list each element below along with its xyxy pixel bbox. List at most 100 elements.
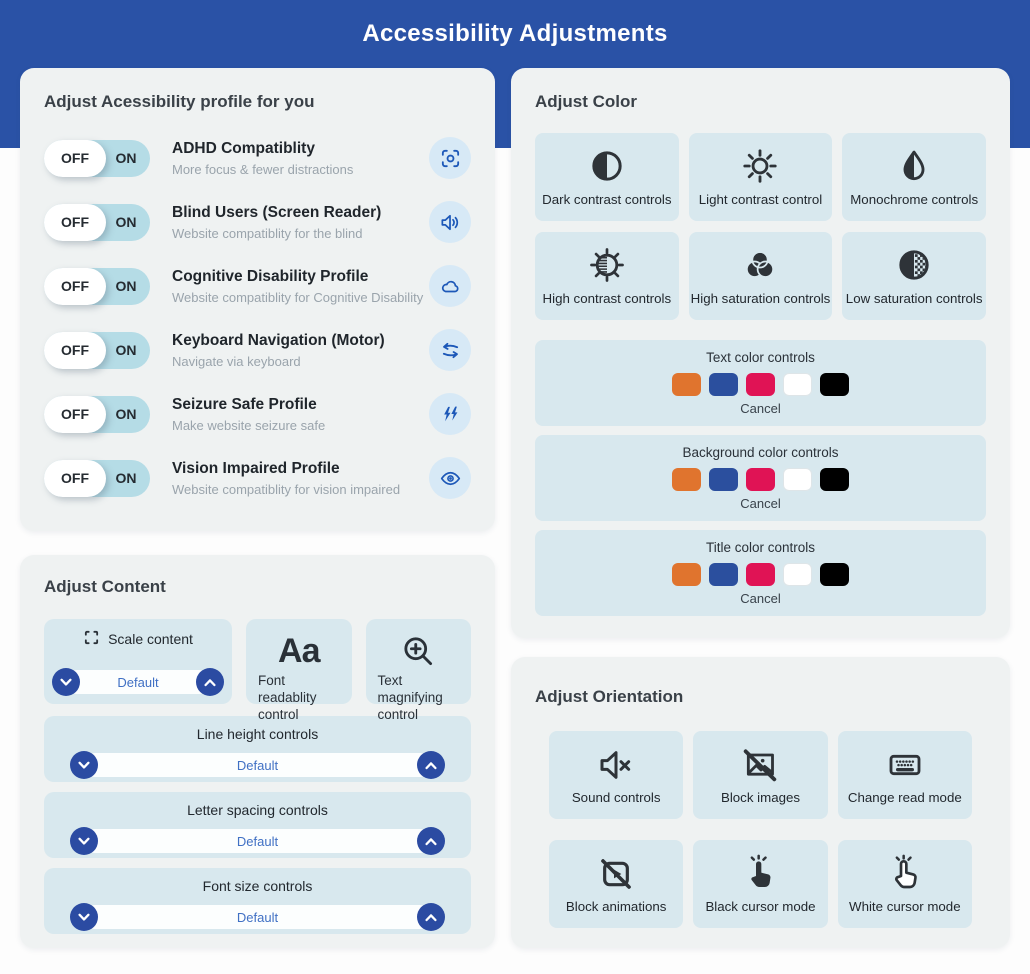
aa-letters-icon: Aa: [278, 632, 320, 670]
line-height-label: Line height controls: [196, 726, 319, 742]
light-contrast-tile[interactable]: Light contrast control: [688, 133, 833, 221]
color-swatch[interactable]: [672, 468, 701, 491]
keyboard-nav-toggle[interactable]: ON OFF: [44, 331, 150, 369]
vision-toggle[interactable]: ON OFF: [44, 459, 150, 497]
profile-label: Blind Users (Screen Reader): [172, 203, 382, 221]
decrease-button[interactable]: [70, 751, 98, 779]
chevron-down-icon: [60, 678, 72, 686]
tile-caption: Black cursor mode: [705, 899, 816, 914]
color-swatch[interactable]: [709, 373, 738, 396]
font-size-label: Font size controls: [202, 878, 313, 894]
decrease-button[interactable]: [52, 668, 80, 696]
toggle-off-pill[interactable]: OFF: [44, 459, 106, 497]
decrease-button[interactable]: [70, 827, 98, 855]
text-magnifying-label: Text magnifying control: [377, 673, 443, 722]
title-color-controls: Title color controls Cancel: [535, 530, 986, 616]
block-animations-tile[interactable]: Block animations: [549, 840, 684, 928]
blind-users-toggle[interactable]: ON OFF: [44, 203, 150, 241]
orientation-panel-title: Adjust Orientation: [535, 687, 684, 706]
line-height-value: Default: [83, 753, 432, 777]
color-swatch[interactable]: [820, 563, 849, 586]
toggle-off-pill[interactable]: OFF: [44, 331, 106, 369]
toggle-on-label: ON: [115, 342, 137, 358]
tile-caption: Light contrast control: [698, 192, 823, 207]
cognitive-toggle[interactable]: ON OFF: [44, 267, 150, 305]
main-layout: Adjust Acessibility profile for you ON O…: [0, 68, 1030, 948]
color-swatch[interactable]: [746, 468, 775, 491]
color-row-title: Text color controls: [706, 350, 815, 365]
high-contrast-tile[interactable]: High contrast controls: [535, 232, 679, 320]
cancel-button[interactable]: Cancel: [740, 401, 781, 416]
increase-button[interactable]: [196, 668, 224, 696]
color-row-title: Background color controls: [682, 445, 839, 460]
color-swatch[interactable]: [783, 563, 812, 586]
swatch-row: [672, 468, 849, 491]
color-panel-title: Adjust Color: [535, 92, 637, 111]
rgb-circles-icon: [746, 251, 775, 278]
magnifier-plus-icon: [378, 631, 460, 671]
toggle-off-pill[interactable]: OFF: [44, 139, 106, 177]
profile-label: ADHD Compatiblity: [172, 139, 315, 157]
color-swatch[interactable]: [672, 373, 701, 396]
color-swatch[interactable]: [746, 373, 775, 396]
font-size-controls: Font size controls Default: [44, 868, 471, 934]
profile-label: Vision Impaired Profile: [172, 459, 340, 477]
monochrome-tile[interactable]: Monochrome controls: [842, 133, 986, 221]
black-cursor-mode-tile[interactable]: Black cursor mode: [693, 840, 828, 928]
color-swatch[interactable]: [820, 468, 849, 491]
sun-icon: [743, 149, 778, 183]
focus-frame-icon: [429, 137, 471, 179]
toggle-off-pill[interactable]: OFF: [44, 267, 106, 305]
image-blocked-icon: [744, 749, 777, 782]
increase-button[interactable]: [417, 827, 445, 855]
color-swatch[interactable]: [746, 563, 775, 586]
sound-controls-tile[interactable]: Sound controls: [549, 731, 684, 819]
toggle-off-pill[interactable]: OFF: [44, 203, 106, 241]
text-magnifying-tile[interactable]: Text magnifying control: [365, 619, 471, 722]
color-swatch[interactable]: [672, 563, 701, 586]
seizure-toggle[interactable]: ON OFF: [44, 395, 150, 433]
dark-contrast-tile[interactable]: Dark contrast controls: [535, 133, 679, 221]
color-swatch[interactable]: [783, 468, 812, 491]
toggle-on-label: ON: [115, 278, 137, 294]
brain-cloud-icon: [429, 265, 471, 307]
tile-caption: Sound controls: [571, 790, 661, 805]
line-height-controls: Line height controls Default: [44, 716, 471, 782]
chevron-up-icon: [425, 761, 437, 769]
letter-spacing-controls: Letter spacing controls Default: [44, 792, 471, 858]
profile-row-seizure: ON OFF Seizure Safe Profile Make website…: [44, 389, 471, 439]
change-read-mode-tile[interactable]: Change read mode: [837, 731, 972, 819]
high-saturation-tile[interactable]: High saturation controls: [688, 232, 833, 320]
font-readability-tile[interactable]: Aa Font readablity control: [246, 619, 352, 722]
profile-row-vision: ON OFF Vision Impaired Profile Website c…: [44, 453, 471, 503]
toggle-on-label: ON: [115, 406, 137, 422]
white-cursor-mode-tile[interactable]: White cursor mode: [837, 840, 972, 928]
chevron-down-icon: [78, 837, 90, 845]
profile-row-cognitive: ON OFF Cognitive Disability Profile Webs…: [44, 261, 471, 311]
cancel-button[interactable]: Cancel: [740, 591, 781, 606]
color-swatch[interactable]: [709, 468, 738, 491]
decrease-button[interactable]: [70, 903, 98, 931]
low-saturation-tile[interactable]: Low saturation controls: [842, 232, 986, 320]
speaker-muted-icon: [600, 751, 631, 779]
text-color-controls: Text color controls Cancel: [535, 340, 986, 426]
cancel-button[interactable]: Cancel: [740, 496, 781, 511]
toggle-off-pill[interactable]: OFF: [44, 395, 106, 433]
color-swatch[interactable]: [783, 373, 812, 396]
toggle-on-label: ON: [115, 150, 137, 166]
increase-button[interactable]: [417, 903, 445, 931]
increase-button[interactable]: [417, 751, 445, 779]
chevron-up-icon: [204, 678, 216, 686]
chevron-up-icon: [425, 913, 437, 921]
scale-content-tile[interactable]: Scale content Default: [44, 619, 232, 704]
color-swatch[interactable]: [820, 373, 849, 396]
adhd-toggle[interactable]: ON OFF: [44, 139, 150, 177]
chevron-down-icon: [78, 761, 90, 769]
toggle-on-label: ON: [115, 470, 137, 486]
block-images-tile[interactable]: Block images: [693, 731, 828, 819]
profile-description: Make website seizure safe: [172, 417, 326, 433]
eye-icon: [429, 457, 471, 499]
tile-caption: Block animations: [565, 899, 667, 914]
color-swatch[interactable]: [709, 563, 738, 586]
swatch-row: [672, 373, 849, 396]
